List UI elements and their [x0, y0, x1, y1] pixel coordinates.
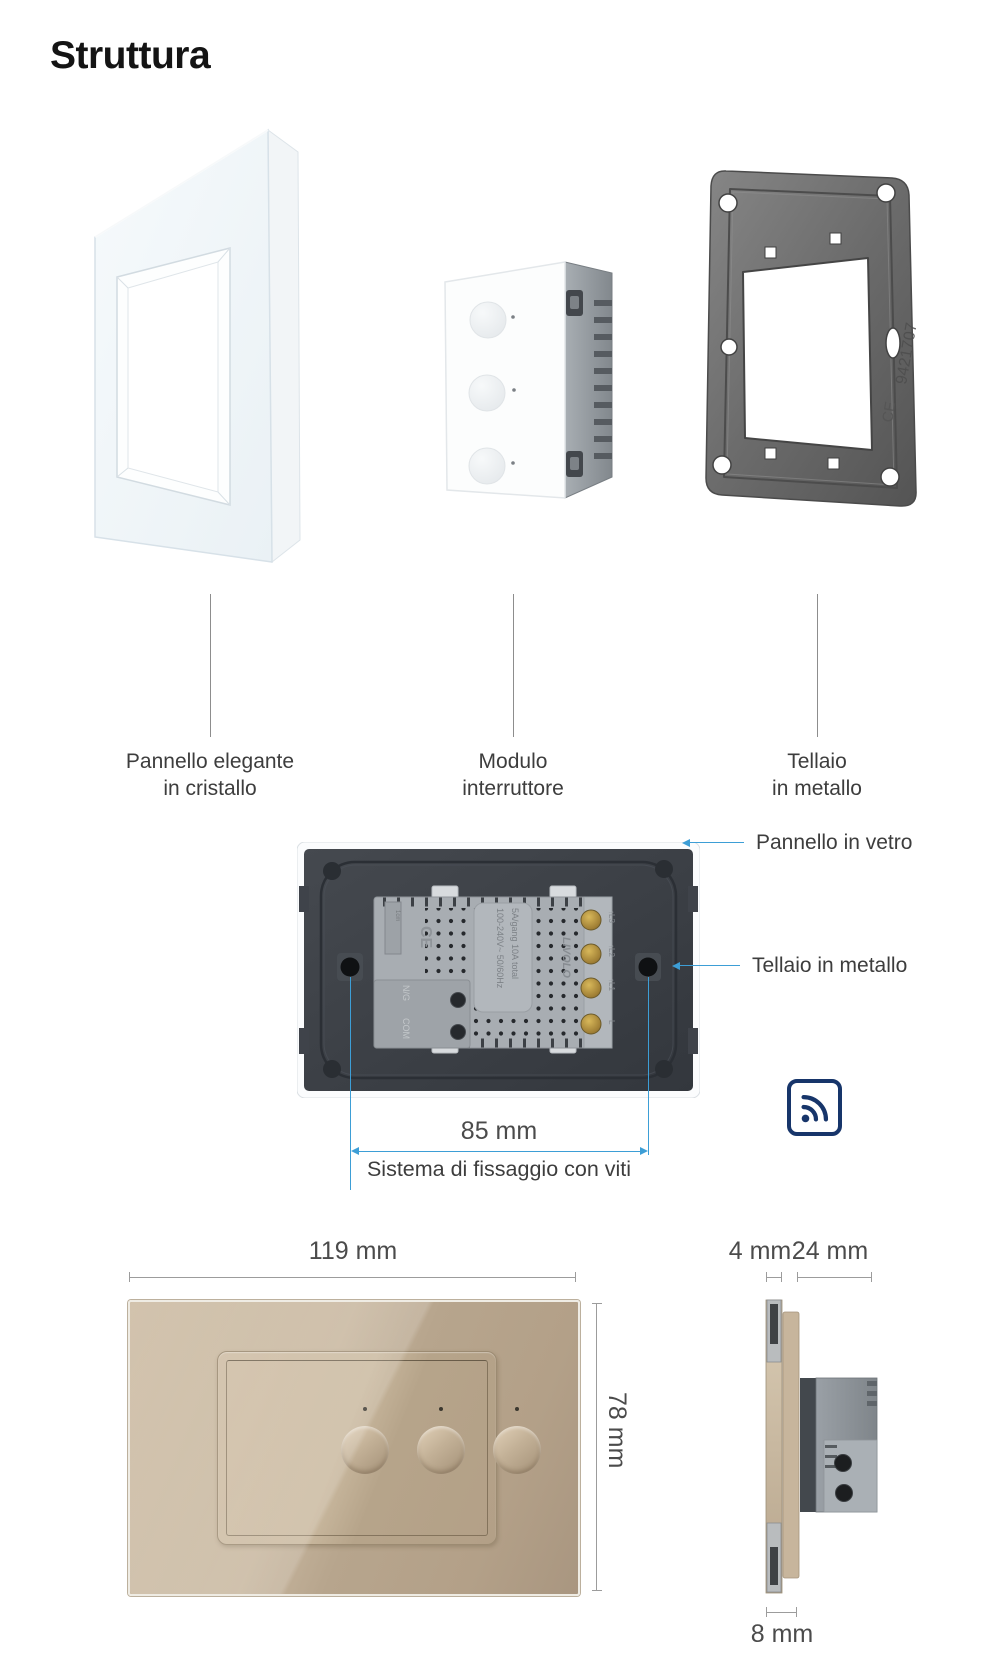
label-line: in metallo [772, 777, 862, 800]
page-title: Struttura [50, 34, 211, 77]
glass-gloss [130, 1302, 578, 1594]
glass-thickness-dim: 4 mm [728, 1237, 792, 1265]
touch-indicator-dot [439, 1407, 443, 1411]
glass-panel-image [94, 128, 301, 564]
panel-thickness-dim-line [766, 1612, 797, 1613]
front-height-dim: 78 mm [603, 1392, 631, 1469]
terminal-label-ng: N/G [401, 985, 411, 1001]
brand-text: LIVOLO [560, 937, 572, 978]
dim-tick [575, 1272, 576, 1282]
scale-tag-text: 1cm [394, 910, 400, 921]
screw-distance-dim: 85 mm [460, 1117, 538, 1145]
switch-module-image [444, 261, 613, 499]
glass-thickness-dim-line [766, 1277, 782, 1278]
module-ce-mark: CE [417, 926, 434, 949]
terminal-label-l2: ↑L2 [607, 944, 616, 957]
dim-tick [766, 1607, 767, 1617]
connector-line [210, 594, 211, 737]
frame-ce-engraving: CE [879, 400, 899, 423]
metal-frame-image: 9421707 CE [705, 170, 921, 507]
back-view-image: 1cm CE N/G COM 100-240V~ 50/60Hz 5A/gang… [297, 842, 700, 1098]
front-width-dim: 119 mm [308, 1237, 398, 1265]
dim-tick [766, 1272, 767, 1282]
label-line: Modulo [478, 750, 548, 773]
dim-tick [796, 1607, 797, 1617]
bezel-inner-line [226, 1360, 488, 1536]
dim-tick [592, 1303, 602, 1304]
terminal-label-l: L [607, 1020, 616, 1025]
terminal-label-com: COM [401, 1018, 411, 1039]
label-line: Tellaio [787, 750, 847, 773]
dim-tick [797, 1272, 798, 1282]
label-metal-frame: Tellaio in metallo [697, 748, 937, 802]
dim-extension-line-left [350, 977, 351, 1190]
label-line: interruttore [462, 777, 564, 800]
touch-button [417, 1426, 465, 1474]
connector-line [817, 594, 818, 737]
label-line: in cristallo [163, 777, 257, 800]
dim-tick [129, 1272, 130, 1282]
callout-arrow-glass [682, 839, 690, 847]
dim-tick [592, 1590, 602, 1591]
terminal-label-l1: ↑L1 [607, 978, 616, 991]
side-view-image [765, 1299, 878, 1594]
front-height-dim-line [596, 1303, 597, 1590]
dim-tick [781, 1272, 782, 1282]
callout-arrow-frame [672, 962, 680, 970]
front-width-dim-line [129, 1277, 576, 1278]
rf-signal-glyph [800, 1094, 828, 1122]
gold-front-panel-image [128, 1300, 580, 1596]
dim-arrow-line [359, 1151, 640, 1152]
screw-caption: Sistema di fissaggio con viti [366, 1157, 632, 1181]
touch-indicator-dot [363, 1407, 367, 1411]
rf-signal-icon [787, 1079, 842, 1136]
dim-tick [871, 1272, 872, 1282]
rating-text-1: 100-240V~ 50/60Hz [495, 908, 505, 989]
label-switch-module: Modulo interruttore [393, 748, 633, 802]
panel-thickness-dim: 8 mm [750, 1620, 814, 1648]
switch-bezel [217, 1351, 541, 1545]
dim-arrowhead-left [351, 1147, 359, 1155]
dim-arrowhead-right [640, 1147, 648, 1155]
callout-glass-label: Pannello in vetro [756, 831, 913, 854]
callout-frame-label: Tellaio in metallo [752, 954, 908, 977]
dim-extension-line-right [648, 977, 649, 1155]
touch-button [341, 1426, 389, 1474]
rating-text-2: 5A/gang 10A total [510, 908, 520, 979]
module-depth-dim-line [797, 1277, 872, 1278]
connector-line [513, 594, 514, 737]
module-depth-dim: 24 mm [791, 1237, 869, 1265]
callout-line-frame [679, 965, 740, 966]
touch-button [493, 1426, 541, 1474]
touch-indicator-dot [515, 1407, 519, 1411]
label-glass-panel: Pannello elegante in cristallo [90, 748, 330, 802]
callout-line-glass [689, 842, 744, 843]
terminal-label-l3: ↑L3 [607, 910, 616, 923]
label-line: Pannello elegante [125, 750, 295, 773]
